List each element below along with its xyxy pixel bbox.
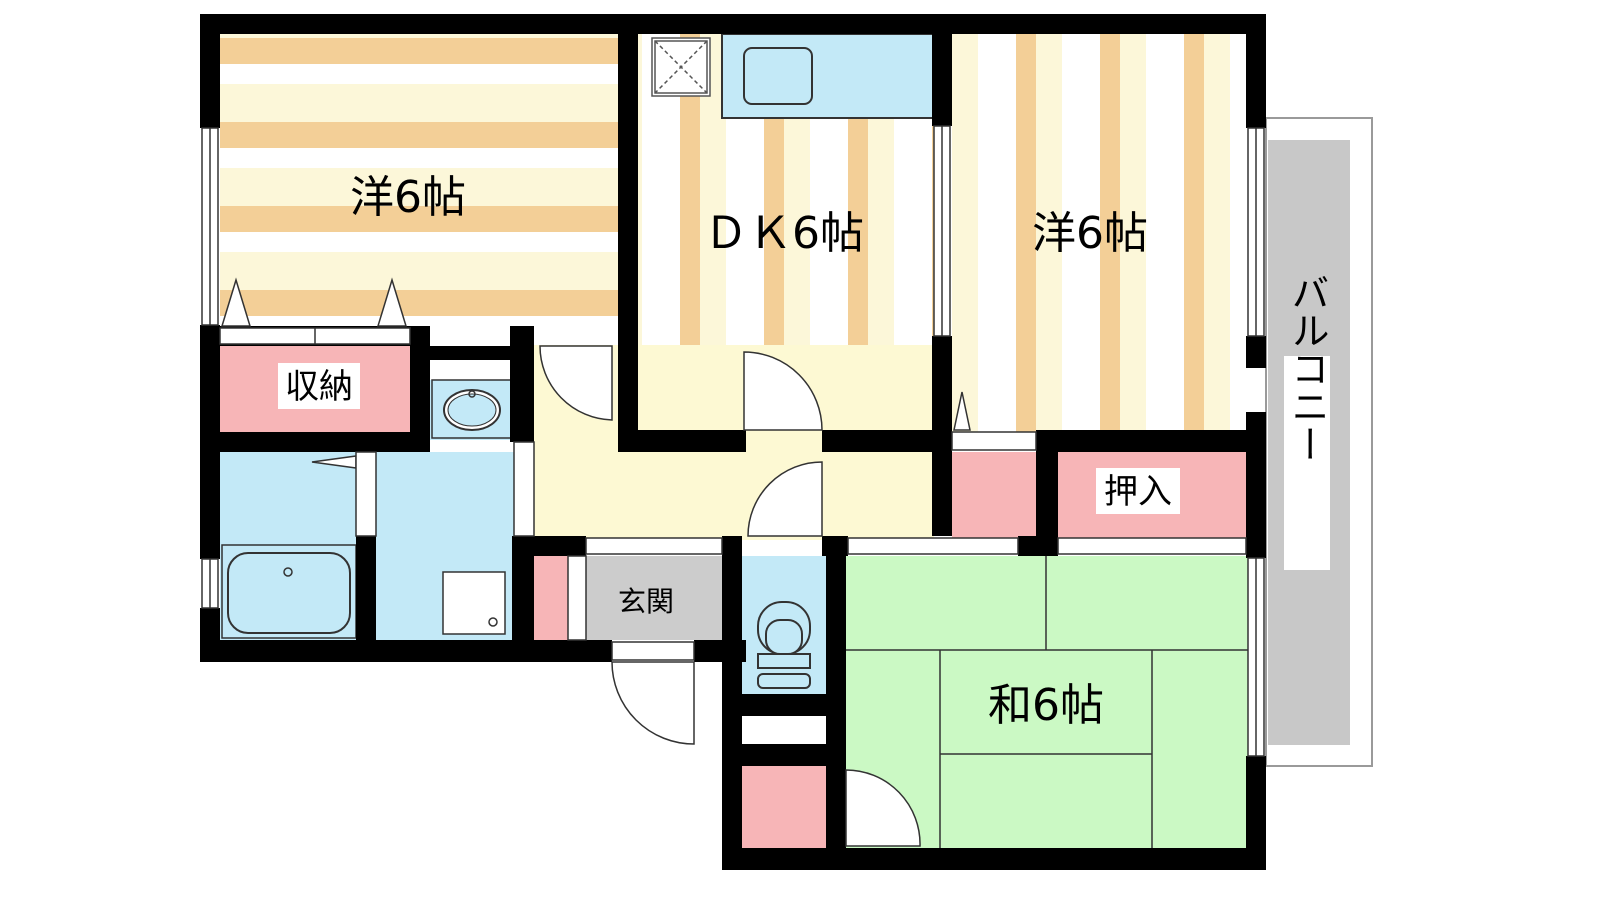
closet-label-bg	[1096, 468, 1180, 514]
balcony-label: バルコニー	[1285, 273, 1329, 463]
washing-machine-icon	[442, 571, 506, 635]
closet-label: 押入	[1104, 472, 1172, 512]
storage-label-bg	[278, 363, 360, 409]
kitchen-sink-icon	[743, 47, 813, 105]
door-swings	[539, 345, 921, 847]
western-room-2-label: 洋6帖	[1032, 208, 1148, 259]
japanese-room-label: 和6帖	[988, 680, 1104, 731]
storage-label: 収納	[285, 367, 353, 407]
tatami-floor	[846, 556, 1248, 848]
western-room-1-label: 洋6帖	[350, 172, 466, 223]
tatami-lines	[846, 556, 1248, 848]
windows	[201, 125, 1265, 757]
bathtub-icon	[221, 544, 357, 639]
balcony-label-bg	[1284, 356, 1330, 570]
stove-icon	[651, 37, 711, 97]
sliding-doors	[219, 327, 1247, 641]
closet-markers	[220, 277, 971, 431]
western-room-1-floor	[220, 34, 618, 328]
entrance-floor	[586, 556, 722, 640]
toilet-icon	[757, 601, 811, 689]
washbasin-icon	[431, 379, 513, 439]
dk-label: ＤＫ6帖	[704, 208, 864, 259]
shoe-storage-floor	[534, 556, 568, 640]
corner-storage-floor	[742, 766, 826, 848]
entrance-label: 玄関	[618, 585, 674, 618]
small-storage-floor	[952, 452, 1038, 538]
western-room-2-floor	[952, 34, 1248, 432]
